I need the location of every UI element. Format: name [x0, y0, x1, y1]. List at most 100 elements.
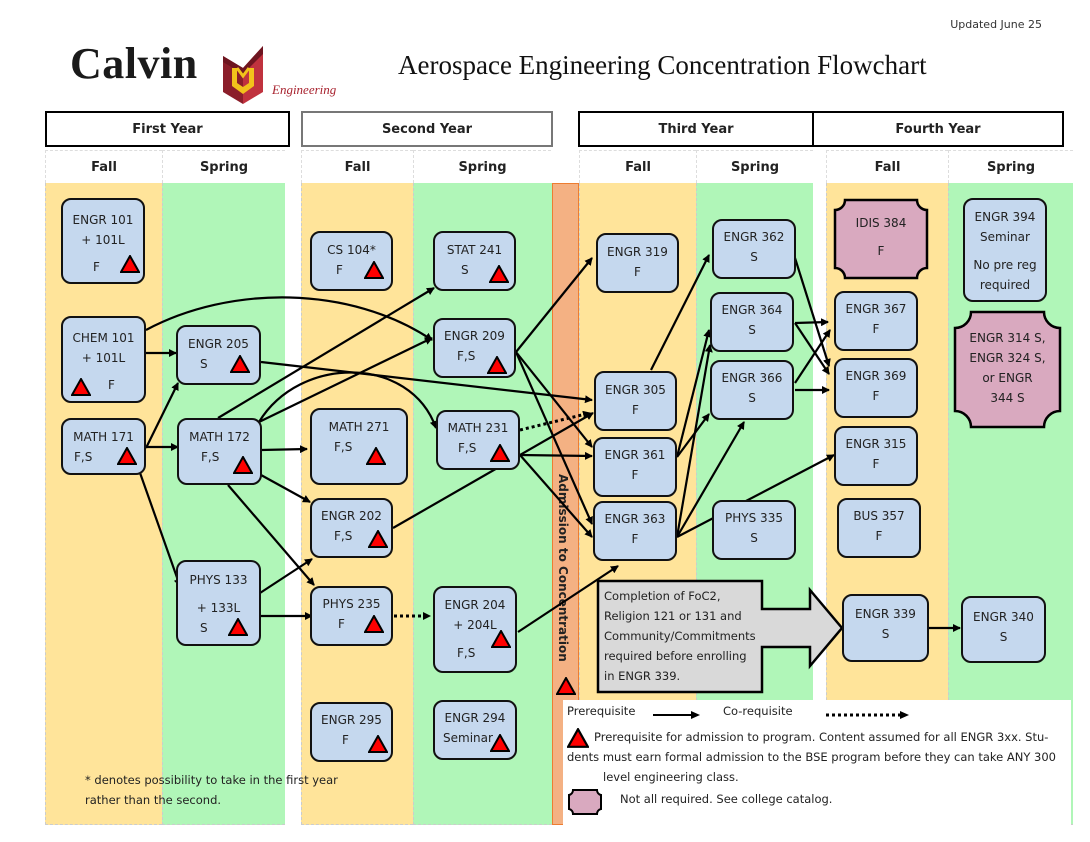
- admission-triangle-icon: [233, 456, 253, 474]
- admission-triangle-icon: [490, 734, 510, 752]
- admission-triangle-icon: [487, 356, 507, 374]
- edge-engr366-engr367: [794, 329, 831, 384]
- column-y1-fall: [45, 183, 162, 825]
- course-engr294[interactable]: ENGR 294 Seminar: [433, 700, 517, 760]
- course-engr361[interactable]: ENGR 361 F: [593, 437, 677, 497]
- course-math271[interactable]: MATH 271 F,S: [310, 408, 408, 485]
- edge-math172-engr209: [258, 337, 433, 423]
- edge-engr364-engr369: [794, 322, 830, 375]
- semester-header-y2-spring: Spring: [413, 150, 551, 183]
- edge-engr362-engr369: [793, 257, 831, 367]
- course-math172[interactable]: MATH 172 F,S: [177, 418, 262, 485]
- semester-header-y3-fall: Fall: [579, 150, 696, 183]
- edge-math171-engr205: [145, 382, 179, 449]
- course-engr340[interactable]: ENGR 340 S: [961, 596, 1046, 663]
- course-phys133[interactable]: PHYS 133 + 133L S: [176, 560, 261, 646]
- edge-math231-engr305-coreq: [519, 410, 591, 432]
- footnote: * denotes possibility to take in the fir…: [85, 773, 338, 807]
- legend-coreq-arrow-icon: [826, 711, 909, 719]
- edge-engr209-engr361: [515, 351, 593, 448]
- edge-engr363-engr366: [676, 421, 745, 538]
- course-engr205[interactable]: ENGR 205 S: [176, 325, 261, 385]
- course-engr364[interactable]: ENGR 364 S: [710, 292, 794, 352]
- admission-triangle-icon: [368, 530, 388, 548]
- legend-prereq-arrow-icon: [653, 711, 700, 719]
- year-header-first: First Year: [45, 111, 290, 147]
- semester-header-y2-fall: Fall: [301, 150, 413, 183]
- course-math231[interactable]: MATH 231 F,S: [436, 410, 520, 470]
- idis384-label: IDIS 384: [855, 216, 907, 230]
- course-engr367[interactable]: ENGR 367 F: [834, 291, 918, 351]
- course-math171[interactable]: MATH 171 F,S: [61, 418, 146, 475]
- course-phys235[interactable]: PHYS 235 F: [310, 586, 393, 646]
- edge-math171-phys133: [137, 469, 182, 587]
- edge-engr363-engr315: [676, 454, 835, 538]
- engr-elective-options-text: ENGR 314 S, ENGR 324 S, or ENGR 344 S: [969, 331, 1046, 405]
- admission-triangle-icon: [71, 378, 91, 396]
- callout-arrow-shape: [596, 579, 844, 694]
- edge-engr209-engr363: [514, 351, 594, 525]
- admission-triangle-icon: [120, 255, 140, 273]
- semester-header-y4-fall: Fall: [826, 150, 948, 183]
- edge-engr205-engr305: [260, 360, 593, 404]
- legend-elective-shape-icon: [568, 789, 602, 815]
- legend-coreq-label: Co-requisite: [723, 704, 793, 718]
- course-engr-elective-options[interactable]: [953, 310, 1062, 429]
- page-title: Aerospace Engineering Concentration Flow…: [398, 50, 927, 80]
- year-header-third: Third Year: [578, 111, 814, 147]
- edge-engr209-engr319: [515, 257, 593, 353]
- course-engr363[interactable]: ENGR 363 F: [593, 501, 677, 561]
- idis384-term: F: [877, 244, 885, 258]
- edge-engr204-engr363: [517, 565, 619, 633]
- course-engr369[interactable]: ENGR 369 F: [834, 358, 918, 418]
- course-engr394[interactable]: ENGR 394 Seminar No pre reg required: [963, 198, 1047, 302]
- admission-triangle-icon: [368, 735, 388, 753]
- course-cs104[interactable]: CS 104* F: [310, 231, 393, 291]
- course-stat241[interactable]: STAT 241 S: [433, 231, 516, 291]
- course-idis384-elective[interactable]: [833, 198, 929, 280]
- course-engr101[interactable]: ENGR 101 + 101L F: [61, 198, 145, 284]
- course-engr209[interactable]: ENGR 209 F,S: [433, 318, 516, 378]
- semester-header-y1-spring: Spring: [162, 150, 285, 183]
- edge-phys133-engr202: [259, 558, 313, 594]
- admission-triangle-icon: [230, 355, 250, 373]
- admission-triangle-icon: [556, 677, 576, 695]
- course-engr339[interactable]: ENGR 339 S: [842, 594, 929, 662]
- calvin-shield-logo-icon: [223, 46, 263, 104]
- admission-triangle-icon: [489, 265, 509, 283]
- edge-math172-math231: [258, 371, 438, 429]
- course-engr295[interactable]: ENGR 295 F: [310, 702, 393, 762]
- course-engr362[interactable]: ENGR 362 S: [712, 219, 796, 279]
- legend-triangle-icon: [567, 728, 589, 748]
- admission-triangle-icon: [364, 615, 384, 633]
- column-y1-spring: [162, 183, 285, 825]
- edge-engr363-engr364: [675, 344, 713, 538]
- edge-engr364-engr367: [794, 318, 829, 327]
- course-chem101[interactable]: CHEM 101 + 101L F: [61, 316, 146, 403]
- course-engr305[interactable]: ENGR 305 F: [594, 371, 677, 431]
- callout-engr339-requirements: Completion of FoC2, Religion 121 or 131 …: [604, 589, 756, 683]
- course-engr202[interactable]: ENGR 202 F,S: [310, 498, 393, 558]
- edge-chem101-engr209: [145, 296, 433, 341]
- edge-engr361-engr364: [675, 329, 712, 458]
- admission-triangle-icon: [490, 444, 510, 462]
- edge-engr305-engr362: [650, 254, 710, 371]
- course-engr319[interactable]: ENGR 319 F: [596, 233, 679, 293]
- course-bus357[interactable]: BUS 357 F: [837, 498, 921, 558]
- legend: Prerequisite Co-requisite Prerequisite f…: [563, 700, 1071, 826]
- course-engr315[interactable]: ENGR 315 F: [834, 426, 918, 486]
- course-engr204[interactable]: ENGR 204 + 204L F,S: [433, 586, 517, 673]
- course-engr366[interactable]: ENGR 366 S: [710, 360, 794, 420]
- calvin-logo-text: Calvin: [70, 39, 198, 88]
- admission-triangle-icon: [364, 261, 384, 279]
- legend-prereq-label: Prerequisite: [567, 704, 636, 718]
- semester-header-y4-spring: Spring: [948, 150, 1073, 183]
- edge-engr202-engr305: [392, 412, 594, 529]
- edge-math172-engr202: [260, 474, 311, 503]
- year-header-fourth: Fourth Year: [812, 111, 1064, 147]
- admission-triangle-icon: [117, 447, 137, 465]
- edge-math231-engr361: [519, 451, 593, 460]
- updated-date: Updated June 25: [950, 18, 1042, 31]
- course-phys335[interactable]: PHYS 335 S: [712, 500, 796, 560]
